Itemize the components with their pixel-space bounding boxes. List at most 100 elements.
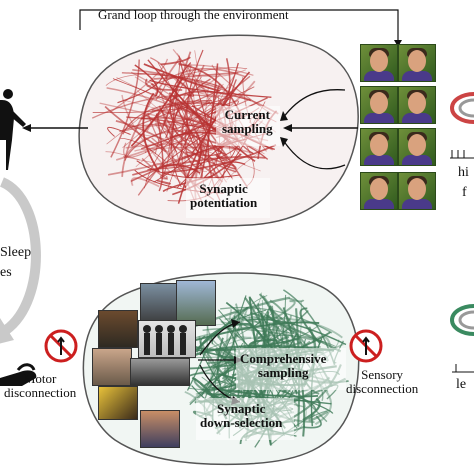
top-curve-arrowhead-2	[280, 137, 288, 147]
fiber-stroke	[125, 143, 254, 154]
fiber-stroke	[130, 177, 160, 188]
comprehensive-sampling-label: Comprehensive sampling	[240, 351, 327, 380]
fiber-stroke	[121, 58, 181, 177]
fiber-stroke	[244, 296, 271, 344]
fiber-stroke	[121, 94, 187, 189]
bottom-arrowhead-1	[231, 319, 240, 328]
collage-photo	[130, 358, 190, 386]
fiber-stroke	[240, 315, 292, 325]
fiber-stroke	[140, 102, 231, 120]
motor-disconnection-label: Motor disconnection	[4, 371, 77, 400]
fiber-stroke	[116, 77, 265, 155]
fiber-stroke	[176, 53, 195, 137]
fiber-stroke	[105, 151, 140, 161]
face-photo	[360, 86, 398, 124]
fiber-stroke	[107, 126, 131, 137]
no-entry-icon	[349, 329, 383, 363]
fiber-stroke	[106, 118, 140, 145]
fiber-stroke	[123, 142, 147, 158]
fiber-stroke	[132, 68, 279, 115]
fiber-stroke	[134, 147, 175, 152]
fiber-stroke	[136, 160, 240, 179]
fiber-stroke	[117, 73, 164, 104]
fiber-stroke	[171, 105, 182, 188]
face-photo	[398, 172, 436, 210]
collage-photo	[140, 410, 180, 448]
fiber-stroke	[123, 129, 216, 159]
top-curve-arrow-2	[282, 139, 346, 170]
fiber-stroke	[245, 318, 347, 346]
top-curve-arrow-1	[282, 89, 346, 119]
top-curve-arrowhead-1	[280, 111, 288, 121]
fiber-stroke	[135, 83, 224, 168]
fiber-stroke	[139, 134, 261, 172]
face-photo	[360, 44, 398, 82]
fiber-stroke	[269, 335, 336, 347]
fiber-stroke	[105, 73, 164, 86]
eeg-sleep-graphic	[450, 304, 474, 373]
fiber-stroke	[240, 326, 316, 340]
fiber-stroke	[199, 76, 235, 175]
fiber-stroke	[122, 99, 212, 135]
fiber-stroke	[149, 79, 272, 98]
grand-loop-line	[79, 9, 399, 42]
fiber-stroke	[180, 64, 205, 184]
sleep-arrowhead	[0, 318, 14, 344]
face-photo	[398, 128, 436, 166]
fiber-stroke	[170, 91, 252, 102]
fiber-stroke	[147, 145, 239, 171]
fiber-stroke	[229, 308, 252, 340]
fiber-stroke	[250, 316, 290, 344]
label-backdrop	[216, 106, 280, 146]
fiber-stroke	[141, 157, 168, 179]
fiber-stroke	[202, 328, 324, 343]
collage-photo	[176, 280, 216, 326]
fiber-stroke	[206, 326, 216, 377]
fiber-stroke	[195, 86, 209, 183]
synaptic-potentiation-label: Synaptic potentiation	[190, 181, 258, 210]
sleeping-person-icon	[0, 363, 37, 386]
fiber-stroke	[140, 97, 268, 150]
fiber-stroke	[151, 109, 210, 128]
synaptic-down-selection-label: Synaptic down-selection	[200, 401, 283, 430]
label-backdrop	[196, 398, 294, 440]
fiber-stroke	[150, 82, 201, 116]
fiber-stroke	[155, 113, 164, 192]
fiber-stroke	[186, 151, 223, 157]
fiber-stroke	[92, 86, 255, 114]
fiber-stroke	[181, 118, 191, 136]
fiber-stroke	[110, 59, 140, 158]
face-photo	[398, 86, 436, 124]
sleep-arrow-icon	[0, 177, 41, 335]
fiber-stroke	[162, 144, 277, 174]
fiber-stroke	[91, 94, 217, 119]
fiber-stroke	[130, 76, 185, 147]
fiber-stroke	[226, 152, 261, 181]
face-photo	[360, 128, 398, 166]
fiber-stroke	[243, 306, 271, 328]
fiber-stroke	[179, 64, 254, 76]
fiber-stroke	[126, 116, 269, 160]
face-photo	[360, 172, 398, 210]
fiber-stroke	[169, 62, 192, 130]
fiber-stroke	[120, 137, 166, 162]
fiber-stroke	[136, 90, 228, 156]
fiber-stroke	[204, 100, 239, 115]
fiber-stroke	[169, 73, 228, 97]
fiber-stroke	[158, 81, 199, 144]
fiber-stroke	[153, 71, 239, 80]
collage-photo	[98, 310, 138, 348]
fiber-stroke	[179, 69, 247, 77]
fiber-stroke	[146, 102, 187, 132]
fiber-stroke	[258, 293, 279, 340]
fiber-stroke	[137, 75, 251, 196]
grand-loop-arrowhead	[394, 40, 402, 47]
fiber-stroke	[171, 74, 195, 97]
collage-photo	[140, 283, 180, 325]
fiber-stroke	[110, 58, 169, 113]
fiber-stroke	[213, 144, 228, 161]
fiber-stroke	[146, 67, 248, 87]
input-arrowhead	[283, 124, 292, 132]
fiber-stroke	[269, 409, 329, 446]
